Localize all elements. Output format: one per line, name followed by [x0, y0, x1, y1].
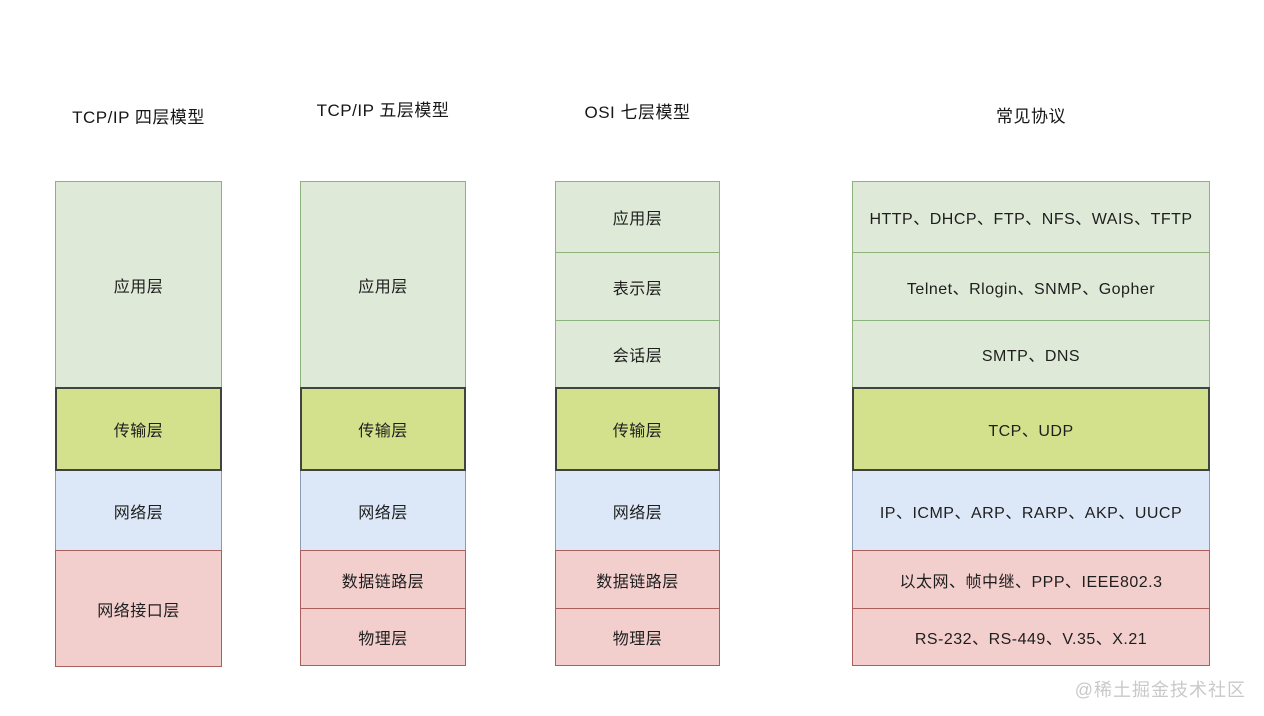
column-title-common-protocols: 常见协议 — [996, 107, 1066, 126]
box-tcpip5-network-layer: 网络层 — [300, 470, 466, 551]
box-tcpip5-transport-layer: 传输层 — [300, 387, 466, 471]
box-tcpip4-application-layer: 应用层 — [55, 181, 222, 388]
box-protocols-transport: TCP、UDP — [852, 387, 1210, 471]
box-tcpip4-network-layer: 网络层 — [55, 470, 222, 551]
box-tcpip4-network-interface-layer: 网络接口层 — [55, 550, 222, 667]
box-osi-application-layer: 应用层 — [555, 181, 720, 253]
box-osi-physical-layer: 物理层 — [555, 608, 720, 666]
column-title-tcpip-5layer: TCP/IP 五层模型 — [316, 101, 450, 120]
box-tcpip4-transport-layer: 传输层 — [55, 387, 222, 471]
column-title-tcpip-4layer: TCP/IP 四层模型 — [72, 108, 205, 127]
column-title-osi-7layer: OSI 七层模型 — [584, 103, 691, 122]
box-osi-network-layer: 网络层 — [555, 470, 720, 551]
box-protocols-physical: RS-232、RS-449、V.35、X.21 — [852, 608, 1210, 666]
box-osi-transport-layer: 传输层 — [555, 387, 720, 471]
box-tcpip5-datalink-layer: 数据链路层 — [300, 550, 466, 609]
box-tcpip5-physical-layer: 物理层 — [300, 608, 466, 666]
box-protocols-application: HTTP、DHCP、FTP、NFS、WAIS、TFTP — [852, 181, 1210, 253]
box-protocols-presentation: Telnet、Rlogin、SNMP、Gopher — [852, 252, 1210, 321]
box-osi-datalink-layer: 数据链路层 — [555, 550, 720, 609]
juejin-watermark: @稀土掘金技术社区 — [1074, 680, 1246, 700]
box-protocols-network: IP、ICMP、ARP、RARP、AKP、UUCP — [852, 470, 1210, 551]
box-osi-presentation-layer: 表示层 — [555, 252, 720, 321]
box-protocols-datalink: 以太网、帧中继、PPP、IEEE802.3 — [852, 550, 1210, 609]
box-tcpip5-application-layer: 应用层 — [300, 181, 466, 388]
box-protocols-session: SMTP、DNS — [852, 320, 1210, 388]
box-osi-session-layer: 会话层 — [555, 320, 720, 388]
